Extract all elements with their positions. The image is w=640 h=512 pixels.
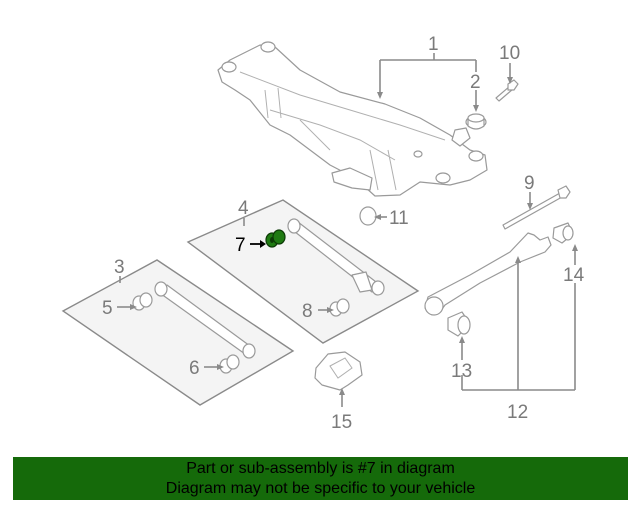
callout-1: 1: [428, 34, 439, 55]
bushing-part-13[interactable]: [447, 311, 471, 337]
callout-13: 13: [451, 361, 472, 382]
callout-12: 12: [507, 402, 528, 423]
banner-line-1: Part or sub-assembly is #7 in diagram: [186, 460, 455, 477]
callout-10: 10: [499, 43, 520, 64]
callout-7: 7: [235, 235, 246, 256]
plug-part-11[interactable]: [359, 206, 377, 226]
callout-2: 2: [470, 72, 481, 93]
lateral-link-part-4[interactable]: [287, 218, 385, 296]
bolt-part-9[interactable]: [502, 185, 571, 230]
bushing-part-14[interactable]: [552, 222, 574, 244]
lateral-link-part-3[interactable]: [154, 281, 256, 359]
bushing-part-2[interactable]: [465, 113, 487, 130]
callout-5: 5: [102, 298, 113, 319]
bushing-part-7-highlighted[interactable]: [265, 229, 286, 248]
assembly-4-panel: [186, 199, 420, 344]
bushing-part-6[interactable]: [219, 354, 240, 374]
callout-14: 14: [563, 265, 585, 286]
callout-8: 8: [302, 301, 313, 322]
callout-4: 4: [238, 198, 249, 219]
banner-line-2: Diagram may not be specific to your vehi…: [165, 480, 476, 497]
crossmember-part-1[interactable]: [217, 41, 488, 197]
part-info-banner: Part or sub-assembly is #7 in diagram Di…: [13, 457, 628, 500]
bolt-part-10[interactable]: [495, 79, 519, 102]
bushing-part-8[interactable]: [329, 298, 350, 317]
leader-lines: [117, 53, 576, 407]
arrowheads: [130, 77, 578, 395]
callout-3: 3: [114, 257, 125, 278]
callout-6: 6: [189, 358, 200, 379]
callout-15: 15: [331, 412, 352, 433]
callout-11: 11: [389, 208, 409, 229]
bracket-part-15[interactable]: [314, 351, 363, 391]
black-arrow-7: [250, 240, 266, 248]
bushing-part-5[interactable]: [132, 292, 153, 311]
trailing-link-part-12[interactable]: [424, 232, 552, 316]
callout-9: 9: [524, 173, 535, 194]
